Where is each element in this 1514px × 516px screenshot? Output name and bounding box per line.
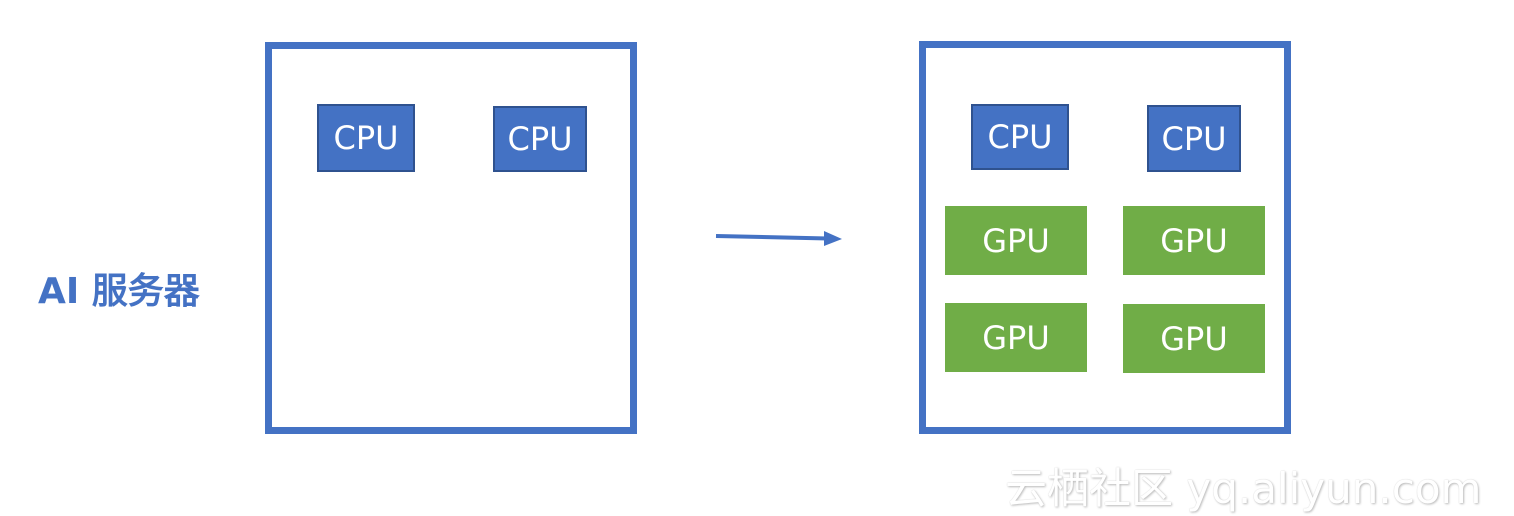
gpu-box: GPU bbox=[945, 206, 1087, 275]
arrow-icon bbox=[715, 231, 842, 246]
gpu-box: GPU bbox=[1123, 206, 1265, 275]
cpu-box: CPU bbox=[971, 104, 1069, 170]
gpu-box: GPU bbox=[945, 303, 1087, 372]
server-before bbox=[265, 42, 637, 434]
cpu-box: CPU bbox=[317, 104, 415, 172]
cpu-box: CPU bbox=[493, 106, 587, 172]
ai-server-label: AI 服务器 bbox=[38, 271, 200, 312]
cpu-box: CPU bbox=[1147, 105, 1241, 172]
gpu-box: GPU bbox=[1123, 304, 1265, 373]
watermark: 云栖社区 yq.aliyun.com bbox=[1005, 464, 1482, 513]
